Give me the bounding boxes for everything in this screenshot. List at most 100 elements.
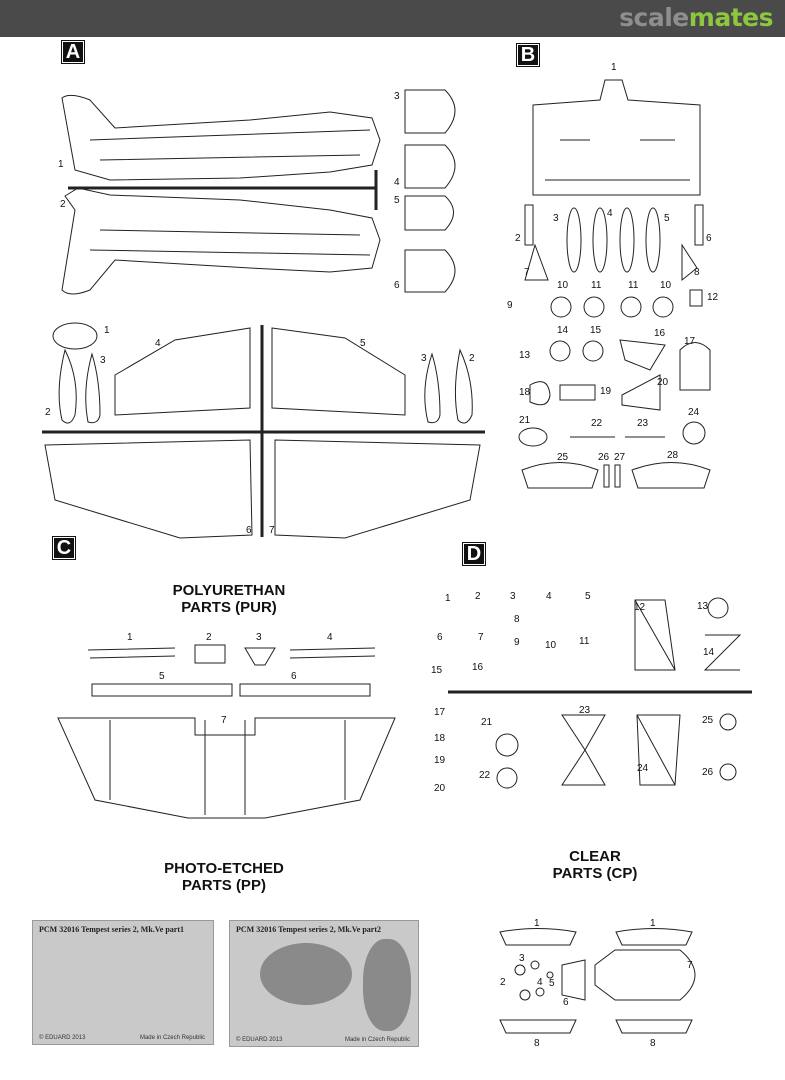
part-number-d: 10	[545, 640, 557, 651]
part-number-b: 23	[637, 418, 649, 429]
fret-copyright: © EDUARD 2013	[236, 1037, 283, 1043]
scalemates-logo[interactable]: scalemates	[619, 3, 773, 32]
part-number-a: 6	[246, 525, 252, 536]
part-number-c: 4	[327, 632, 333, 643]
part-number-d: 3	[510, 591, 516, 602]
part-number-d: 13	[697, 601, 709, 612]
pe-fret-part1: PCM 32016 Tempest series 2, Mk.Ve part1 …	[32, 920, 214, 1045]
part-number-a: 3	[100, 355, 106, 366]
part-number-d: 4	[546, 591, 552, 602]
part-number-b: 6	[706, 233, 712, 244]
part-number-d: 9	[514, 637, 520, 648]
pe-oval-panel	[260, 943, 352, 1005]
part-number-d: 22	[479, 770, 491, 781]
part-number-cp: 8	[650, 1038, 656, 1049]
part-number-b: 11	[591, 280, 602, 291]
part-number-cp: 1	[534, 918, 540, 929]
part-number-b: 4	[607, 208, 613, 219]
fret-title: PCM 32016 Tempest series 2, Mk.Ve part1	[39, 925, 185, 934]
part-number-cp: 7	[687, 960, 693, 971]
header-bar: scalemates	[0, 0, 785, 37]
part-number-d: 26	[702, 767, 714, 778]
section-d-parts	[448, 597, 752, 789]
part-number-c: 2	[206, 632, 212, 643]
cp-heading-line2: PARTS (CP)	[552, 865, 638, 882]
part-number-b: 16	[654, 328, 666, 339]
part-number-b: 19	[600, 386, 612, 397]
section-b-parts	[518, 79, 711, 489]
part-number-d: 7	[478, 632, 484, 643]
cowling-panels	[404, 89, 456, 293]
fret-title: PCM 32016 Tempest series 2, Mk.Ve part2	[236, 925, 382, 934]
section-b-marker: B	[516, 43, 540, 67]
part-number-d: 16	[472, 662, 484, 673]
part-number-b: 13	[519, 350, 531, 361]
pe-heading-line1: PHOTO-ETCHED	[164, 860, 284, 877]
part-number-d: 14	[703, 647, 715, 658]
part-number-a: 1	[104, 325, 110, 336]
part-number-a: 4	[394, 177, 400, 188]
part-number-a: 2	[45, 407, 51, 418]
pur-heading-line1: POLYURETHAN	[172, 582, 286, 599]
logo-text-scale: scale	[619, 3, 689, 32]
part-number-b: 8	[694, 267, 700, 278]
part-number-a: 1	[58, 159, 64, 170]
part-number-b: 22	[591, 418, 603, 429]
pe-heading-line2: PARTS (PP)	[182, 877, 266, 894]
fuselage-half-1	[61, 94, 381, 181]
part-number-cp: 5	[549, 978, 555, 989]
part-number-d: 23	[579, 705, 591, 716]
part-number-d: 2	[475, 591, 481, 602]
part-number-b: 24	[688, 407, 700, 418]
fret-copyright: © EDUARD 2013	[39, 1035, 86, 1041]
part-number-b: 10	[557, 280, 569, 291]
part-number-b: 21	[519, 415, 531, 426]
part-number-a: 4	[155, 338, 161, 349]
part-number-b: 10	[660, 280, 672, 291]
part-number-d: 24	[637, 763, 649, 774]
section-c-marker: C	[52, 536, 76, 560]
part-number-cp: 8	[534, 1038, 540, 1049]
part-number-b: 28	[667, 450, 679, 461]
part-number-b: 12	[707, 292, 719, 303]
part-number-b: 17	[684, 336, 696, 347]
part-number-b: 7	[524, 267, 530, 278]
pe-fret-part2: PCM 32016 Tempest series 2, Mk.Ve part2 …	[229, 920, 419, 1047]
section-c-parts	[57, 644, 396, 819]
wings	[44, 322, 481, 539]
part-number-d: 15	[431, 665, 443, 676]
part-number-b: 25	[557, 452, 569, 463]
part-number-b: 1	[611, 62, 617, 73]
section-a-marker: A	[61, 40, 85, 64]
part-number-b: 20	[657, 377, 669, 388]
pe-oval-panel	[363, 939, 411, 1031]
part-number-a: 2	[60, 199, 66, 210]
part-number-b: 5	[664, 213, 670, 224]
part-number-d: 6	[437, 632, 443, 643]
part-number-c: 7	[221, 715, 227, 726]
part-number-d: 20	[434, 783, 446, 794]
part-number-c: 1	[127, 632, 133, 643]
pur-heading-line2: PARTS (PUR)	[181, 599, 277, 616]
part-number-b: 15	[590, 325, 602, 336]
part-number-a: 6	[394, 280, 400, 291]
part-number-d: 8	[514, 614, 520, 625]
part-number-a: 7	[269, 525, 275, 536]
cp-heading-line1: CLEAR	[569, 848, 621, 865]
part-number-d: 5	[585, 591, 591, 602]
fret-made-in: Made in Czech Republic	[139, 1035, 205, 1041]
part-number-d: 17	[434, 707, 446, 718]
fuselage-half-2	[61, 187, 381, 295]
part-number-c: 6	[291, 671, 297, 682]
part-number-b: 11	[628, 280, 639, 291]
part-number-b: 27	[614, 452, 626, 463]
part-number-cp: 2	[500, 977, 506, 988]
part-number-d: 18	[434, 733, 446, 744]
part-number-d: 19	[434, 755, 446, 766]
clear-parts	[499, 928, 696, 1034]
part-number-a: 3	[421, 353, 427, 364]
